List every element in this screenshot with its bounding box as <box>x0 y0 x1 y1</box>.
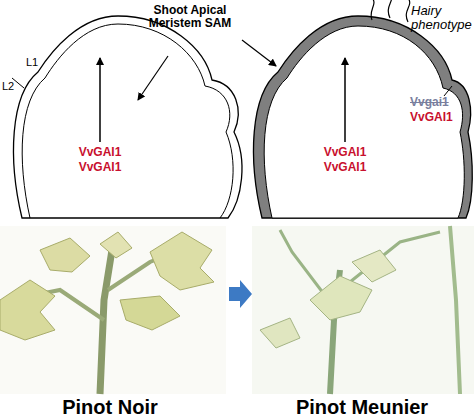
gene-label: VvGAI1 <box>410 111 453 124</box>
structure-label: Shoot Apical Meristem SAM <box>135 4 245 30</box>
gene-label: VvGAI1 <box>324 161 367 174</box>
gene-label: VvGAI1 <box>324 146 367 159</box>
gene-label: VvGAI1 <box>79 161 122 174</box>
photo-pinot-noir <box>0 226 226 394</box>
layer-label: L1 <box>26 56 38 68</box>
layer-label: L2 <box>2 80 14 92</box>
meristem-mutant <box>254 0 473 218</box>
phenotype-label: Hairy phenotype <box>411 4 471 33</box>
gene-label: VvGAI1 <box>79 146 122 159</box>
mutant-gene-label: Vvgai1 <box>410 96 449 109</box>
meristem-normal <box>12 16 242 218</box>
photo-pinot-meunier <box>252 226 474 394</box>
cultivar-label: Pinot Meunier <box>296 396 428 418</box>
transition-arrow <box>229 280 252 308</box>
cultivar-label: Pinot Noir <box>62 396 158 418</box>
